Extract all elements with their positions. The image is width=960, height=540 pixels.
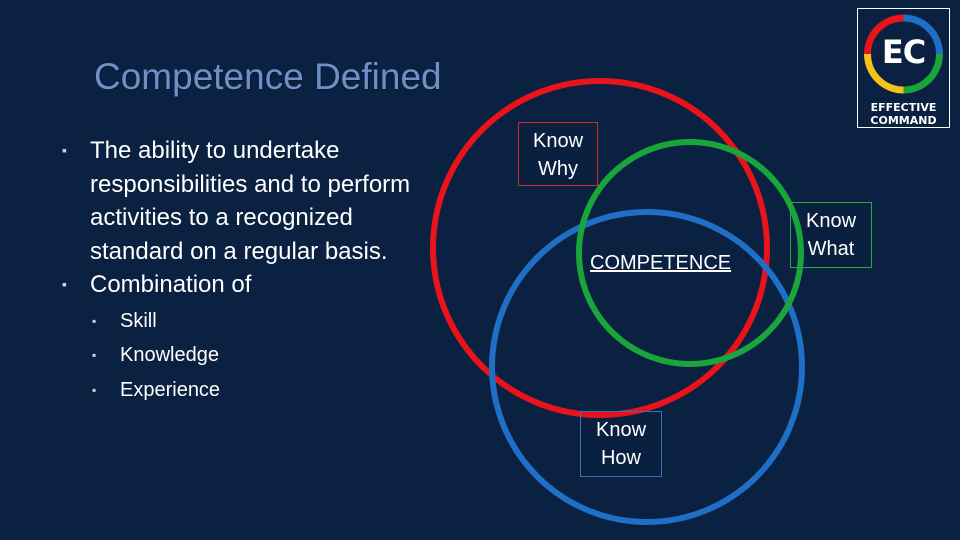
sub-bullet-text: Experience: [120, 378, 221, 401]
bullet-text: Combination of: [90, 271, 252, 298]
bullet-square-icon: ▪: [62, 276, 67, 292]
know-how-line: How: [600, 447, 641, 469]
logo-initials: EC: [881, 33, 926, 71]
know-what-label: Know What: [790, 202, 872, 268]
bullet-square-icon: ▪: [92, 348, 97, 362]
competence-label: COMPETENCE: [590, 252, 732, 274]
bullet-list: ▪ The ability to undertake responsibilit…: [62, 134, 422, 407]
know-why-line: Why: [538, 158, 578, 180]
logo-line-2: COMMAND: [870, 114, 937, 127]
bullet-square-icon: ▪: [92, 382, 97, 397]
sub-bullet-text: Skill: [120, 309, 157, 332]
sub-bullet-item: ▪ Knowledge: [92, 338, 422, 373]
sub-bullet-list: ▪ Skill ▪ Knowledge ▪ Experience: [62, 304, 422, 408]
know-why-line: Know: [532, 130, 584, 152]
logo-ring-icon: [864, 14, 943, 94]
bullet-square-icon: ▪: [62, 142, 67, 158]
bullet-item: ▪ Combination of: [62, 268, 422, 302]
know-what-circle: [576, 139, 804, 367]
know-how-line: Know: [595, 419, 647, 441]
know-what-line: Know: [805, 210, 857, 232]
logo-ring-segment: [903, 14, 943, 55]
logo-ring-segment: [903, 53, 943, 94]
know-what-line: What: [807, 238, 855, 260]
know-why-label: Know Why: [518, 122, 598, 186]
know-why-circle: [430, 78, 770, 418]
bullet-text: The ability to undertake responsibilitie…: [90, 137, 411, 265]
logo-line-1: EFFECTIVE: [870, 101, 937, 114]
slide-title: Competence Defined: [94, 56, 442, 97]
effective-command-logo: EC EFFECTIVE COMMAND: [857, 8, 950, 128]
bullet-square-icon: ▪: [92, 313, 97, 328]
logo-ring-segment: [864, 14, 904, 55]
know-how-circle: [489, 209, 805, 525]
know-how-label: Know How: [580, 411, 662, 477]
sub-bullet-text: Knowledge: [120, 344, 219, 366]
sub-bullet-item: ▪ Experience: [92, 373, 422, 408]
bullet-item: ▪ The ability to undertake responsibilit…: [62, 134, 422, 268]
sub-bullet-item: ▪ Skill: [92, 304, 422, 339]
logo-ring-segment: [864, 53, 904, 94]
